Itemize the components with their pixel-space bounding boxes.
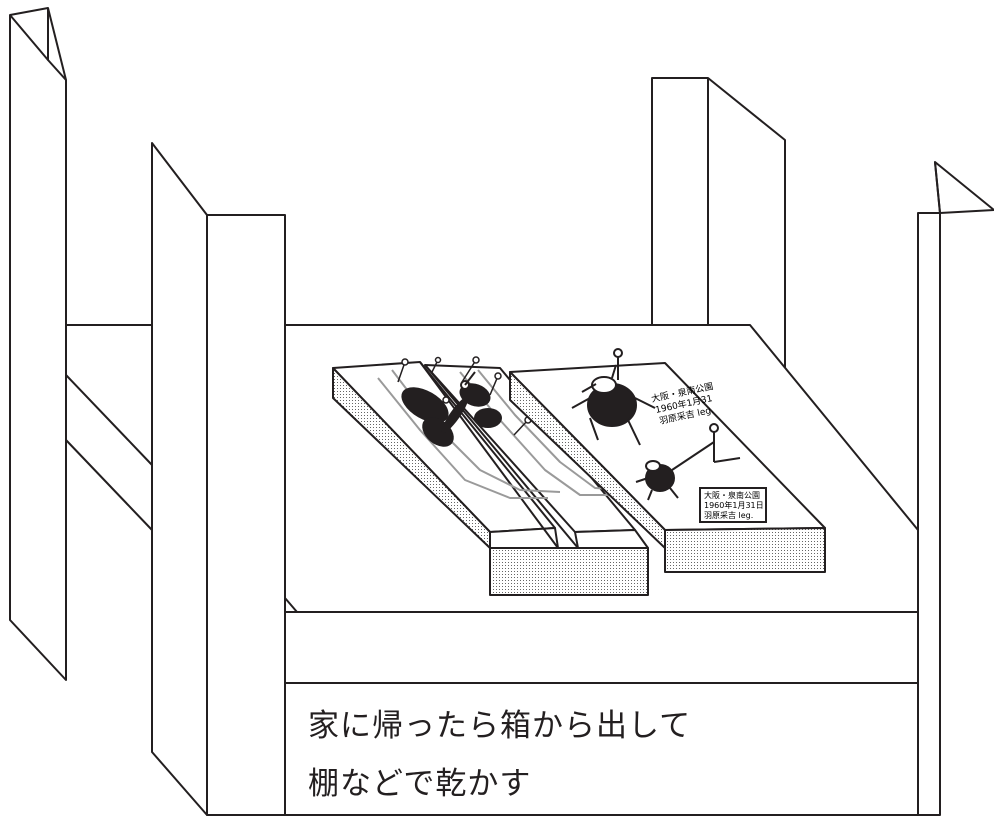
small-beetle-specimen (635, 423, 741, 501)
front-left-post (206, 214, 286, 816)
svg-text:1960年1月31日: 1960年1月31日 (704, 500, 764, 510)
large-beetle-specimen (571, 348, 656, 446)
caption-line-2: 棚などで乾かす (308, 766, 532, 802)
butterfly-specimen (401, 371, 502, 447)
insect-pins (397, 356, 532, 436)
specimen-label-small: 大阪・泉南公園 1960年1月31日 羽原采吉 leg. (699, 487, 767, 523)
caption-line-1: 家に帰ったら箱から出して (308, 708, 692, 744)
left-inner-panel (151, 142, 208, 816)
spreading-board (332, 361, 649, 596)
left-outer-panel (9, 7, 67, 681)
right-post (917, 161, 994, 816)
svg-text:羽原采吉 leg.: 羽原采吉 leg. (704, 510, 753, 520)
left-shelf-rails (65, 324, 153, 531)
svg-text:大阪・泉南公園: 大阪・泉南公園 (704, 490, 760, 500)
